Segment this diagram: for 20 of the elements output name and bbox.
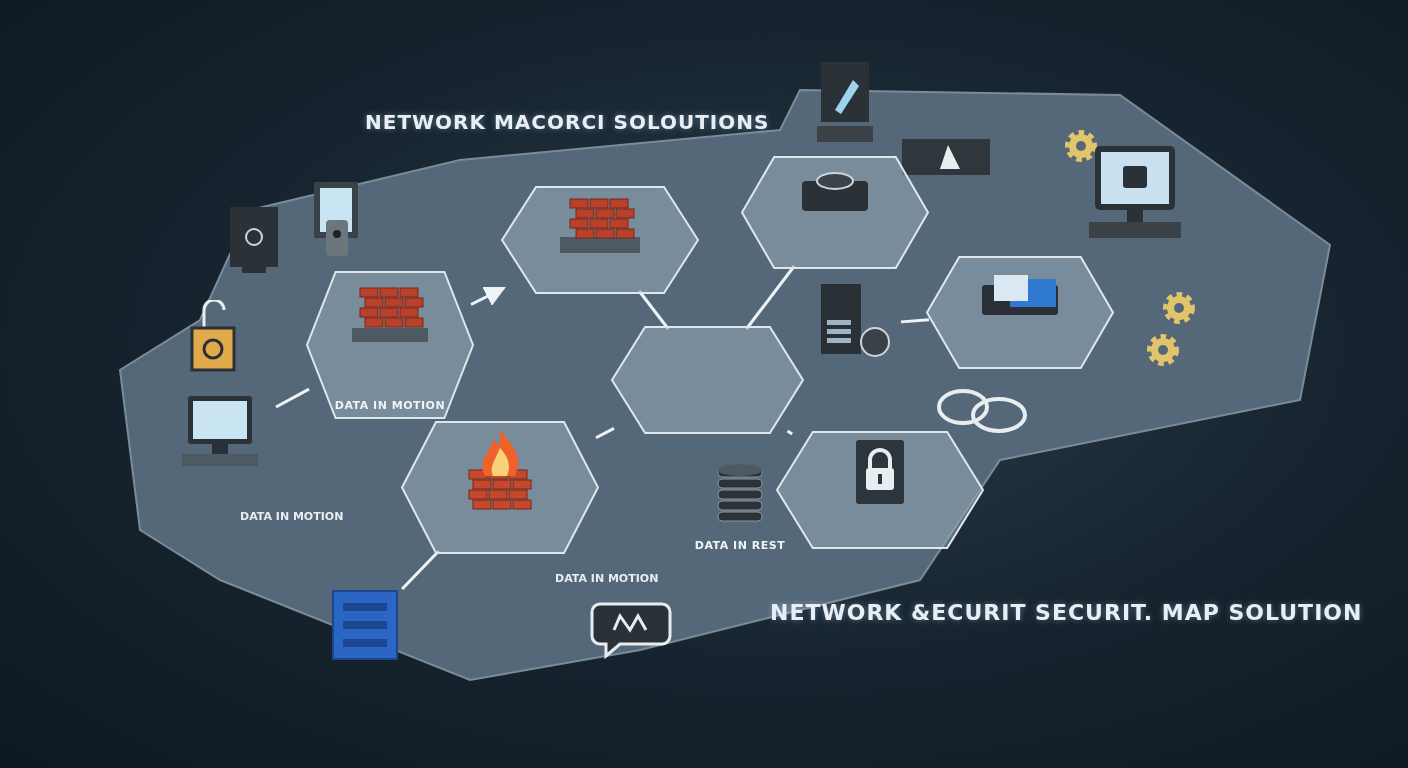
- hexagon-panel: [925, 255, 1115, 370]
- connector-line: [786, 429, 793, 436]
- node-label: DATA IN MOTION: [334, 399, 446, 412]
- connector-line: [401, 549, 440, 591]
- hexagon-panel: [740, 155, 930, 270]
- connector-line: [470, 286, 506, 306]
- footer-heading: NETWORK &ECURIT SECURIT. MAP SOLUTION: [770, 600, 1363, 625]
- flow-label: DATA IN MOTION: [240, 510, 344, 523]
- connector-line: [900, 318, 930, 324]
- hexagon-panel: [400, 420, 600, 555]
- flow-label: DATA IN MOTION: [555, 572, 659, 585]
- diagram-title: NETWORK MACORCI SOLOUTIONS: [365, 110, 770, 134]
- connector-line: [595, 427, 615, 440]
- connector-line: [275, 387, 310, 409]
- hexagon-panel: [500, 185, 700, 295]
- hexagon-panel: [305, 270, 475, 420]
- node-label: DATA IN REST: [694, 539, 786, 552]
- connector-line: [745, 265, 796, 330]
- hexagon-panel: [610, 325, 805, 435]
- connector-line: [637, 290, 670, 330]
